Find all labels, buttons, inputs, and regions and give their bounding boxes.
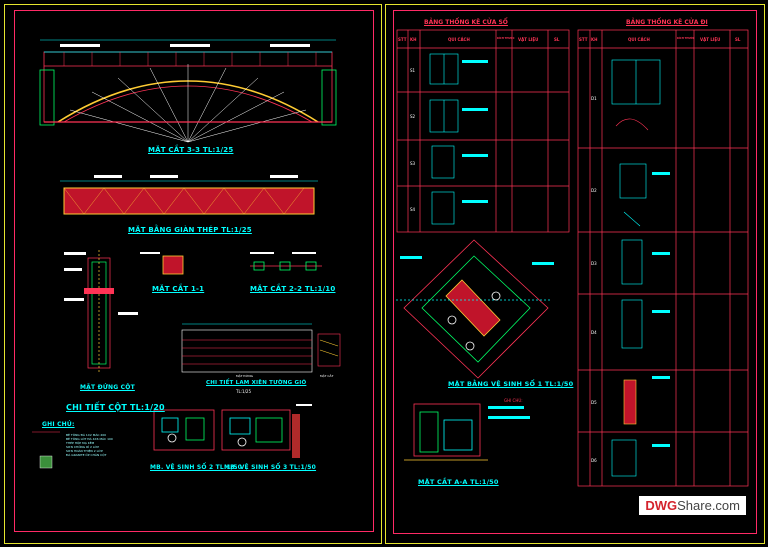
note-item: ĐÁ GRANITE ỐP CHÂN CỘT	[66, 453, 107, 457]
louver-sub-section: MẶT CẮT	[320, 374, 334, 378]
door-col-kh: KH	[591, 37, 598, 42]
notes-list: BÊ TÔNG ĐÁ 1X2 MÁC 200 BÊ TÔNG LÓT ĐÁ 4X…	[66, 433, 113, 457]
door-row-code: D5	[591, 400, 597, 405]
louver-detail-drawing	[181, 323, 341, 373]
section-22-drawing	[250, 252, 322, 271]
truss-plan-drawing	[60, 175, 318, 215]
arch-truss-drawing	[39, 39, 337, 143]
window-col-kh: KH	[410, 37, 417, 42]
window-col-size: KÍCH THƯỚC	[497, 37, 515, 40]
watermark-brand: DWG	[645, 498, 678, 513]
window-row-code: S1	[410, 68, 416, 73]
door-row-code: D1	[591, 96, 597, 101]
column-elevation-title: MẶT ĐỨNG CỘT	[80, 384, 135, 391]
window-icons	[429, 53, 488, 225]
column-elevation-drawing	[64, 250, 138, 372]
door-row-code: D6	[591, 458, 597, 463]
window-table-title: BẢNG THỐNG KÊ CỬA SỔ	[424, 19, 508, 26]
note-item: THÉP HỘP MẠ KẼM	[66, 441, 95, 445]
window-table-grid	[396, 29, 570, 233]
louver-sub-elevation: MẶT ĐỨNG	[236, 374, 253, 378]
wc-plans-left	[153, 404, 312, 458]
dwgshare-watermark: DWGShare.com	[639, 496, 746, 515]
left-inner-frame	[14, 10, 374, 532]
louver-detail-title: CHI TIẾT LAM XIÊN TƯỜNG GIÓ	[206, 380, 307, 386]
truss-plan-title: MẶT BẰNG GIÀN THÉP TL:1/25	[128, 226, 252, 234]
section-33-title: MẶT CẮT 3-3 TL:1/25	[148, 146, 234, 154]
window-col-spec: QUI CÁCH	[448, 37, 470, 42]
section-aa-drawing	[404, 403, 530, 461]
wc1-title: MẶT BẰNG VỆ SINH SỐ 1 TL:1/50	[448, 380, 574, 388]
column-detail-title: CHI TIẾT CỘT TL:1/20	[66, 403, 165, 412]
window-col-qty: SL	[554, 37, 560, 42]
watermark-domain: Share.com	[677, 498, 740, 513]
door-table-grid	[577, 29, 749, 487]
right-inner-frame	[393, 10, 757, 534]
door-row-code: D4	[591, 330, 597, 335]
wc3-title: MB. VỆ SINH SỐ 3 TL:1/50	[224, 464, 317, 471]
note-item: SƠN CHỐNG RỈ 2 LỚP	[66, 445, 100, 449]
note-item: BÊ TÔNG LÓT ĐÁ 4X6 MÁC 100	[66, 437, 113, 441]
door-row-code: D3	[591, 261, 597, 266]
wc2-title: MB. VỆ SINH SỐ 2 TL:1/50	[150, 464, 243, 471]
wc1-plan-drawing	[396, 239, 554, 379]
door-col-spec: QUI CÁCH	[628, 37, 650, 42]
window-row-code: S2	[410, 114, 416, 119]
window-col-stt: STT	[398, 37, 407, 42]
door-table-title: BẢNG THỐNG KÊ CỬA ĐI	[626, 19, 708, 26]
wc-note-title: GHI CHÚ:	[504, 398, 523, 403]
door-col-material: VẬT LIỆU	[700, 37, 721, 42]
window-col-material: VẬT LIỆU	[518, 37, 539, 42]
note-item: BÊ TÔNG ĐÁ 1X2 MÁC 200	[66, 433, 107, 437]
louver-scale: TL:1/25	[236, 389, 252, 394]
notes-swatches	[32, 431, 60, 469]
left-sheet-frame	[4, 4, 382, 544]
section-aa-title: MẶT CẮT A-A TL:1/50	[418, 478, 499, 486]
section-22-title: MẶT CẮT 2-2 TL:1/10	[250, 285, 336, 293]
window-row-code: S3	[410, 161, 416, 166]
note-item: SƠN HOÀN THIỆN 2 LỚP	[66, 449, 103, 453]
section-11-drawing	[140, 252, 184, 275]
section-11-title: MẶT CẮT 1-1	[152, 285, 205, 293]
door-col-qty: SL	[735, 37, 741, 42]
notes-title: GHI CHÚ:	[42, 421, 75, 428]
door-icons	[611, 59, 670, 477]
door-col-stt: STT	[579, 37, 588, 42]
window-row-code: S4	[410, 207, 416, 212]
door-col-size: KÍCH THƯỚC	[677, 37, 695, 40]
door-row-code: D2	[591, 188, 597, 193]
right-sheet-frame	[385, 4, 765, 544]
